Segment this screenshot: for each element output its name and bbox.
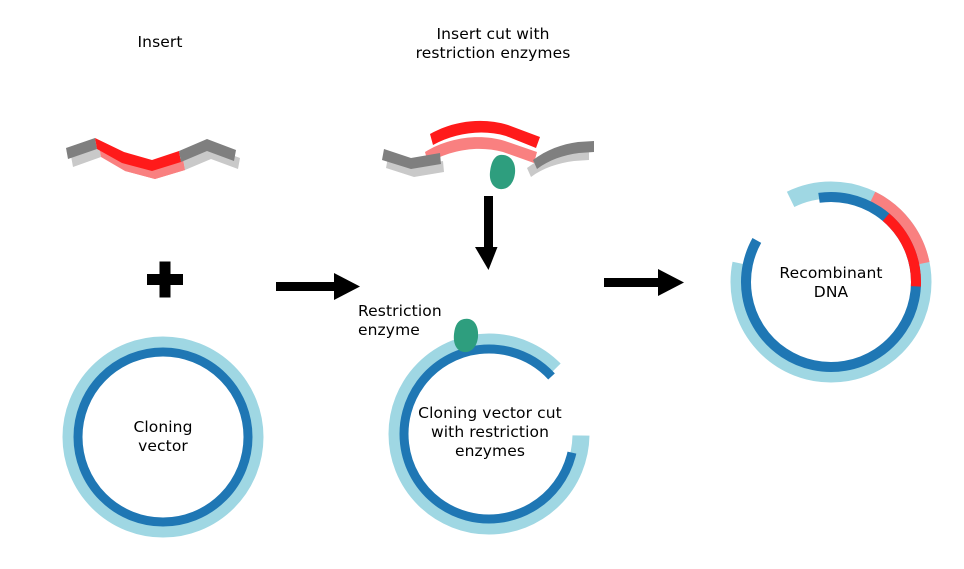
arrow-right-icon-1 (276, 273, 360, 300)
insert-cut-title: Insert cut with restriction enzymes (415, 25, 571, 62)
cut-flank-right-bottom-strand (527, 149, 589, 177)
recombinant-inner-strand-blue (741, 192, 921, 372)
cloning-vector-inner-strand (73, 347, 253, 527)
recombinant-outer-strand-blue (730, 181, 932, 383)
cut-vector-inner-strand (399, 344, 579, 524)
plus-icon (147, 261, 183, 298)
insert-bottom-strand-gray-left (71, 146, 101, 167)
cloning-vector-label: Cloning vector (133, 418, 193, 455)
recombinant-dna-label: Recombinant DNA (779, 264, 883, 301)
insert-cut-fragments (382, 120, 594, 190)
cut-flank-right-top-strand (533, 141, 594, 169)
cut-flank-left-top-strand (382, 149, 441, 169)
insert-title: Insert (137, 33, 183, 51)
insert-top-strand-gray-left (66, 138, 97, 159)
arrow-down-icon (475, 196, 498, 270)
arrow-right-icon-2 (604, 269, 684, 296)
cut-vector-outer-strand (388, 333, 590, 535)
cloning-vector-plasmid (62, 336, 264, 538)
restriction-enzyme-icon-top (489, 154, 516, 190)
insert-top-strand-gray-right (179, 139, 236, 162)
cut-cloning-vector-plasmid (388, 318, 590, 535)
cut-insert-bottom-strand-red (425, 137, 537, 163)
insert-top-strand-red (95, 138, 181, 171)
cloning-vector-outer-strand (62, 336, 264, 538)
insert-dna-strand (66, 138, 240, 179)
recombinant-dna-plasmid (730, 181, 932, 383)
restriction-enzyme-label: Restriction enzyme (358, 302, 442, 339)
cut-insert-top-strand-red (430, 120, 540, 148)
cut-vector-label: Cloning vector cut with restriction enzy… (418, 404, 562, 460)
restriction-enzyme-icon-vector (453, 318, 479, 353)
